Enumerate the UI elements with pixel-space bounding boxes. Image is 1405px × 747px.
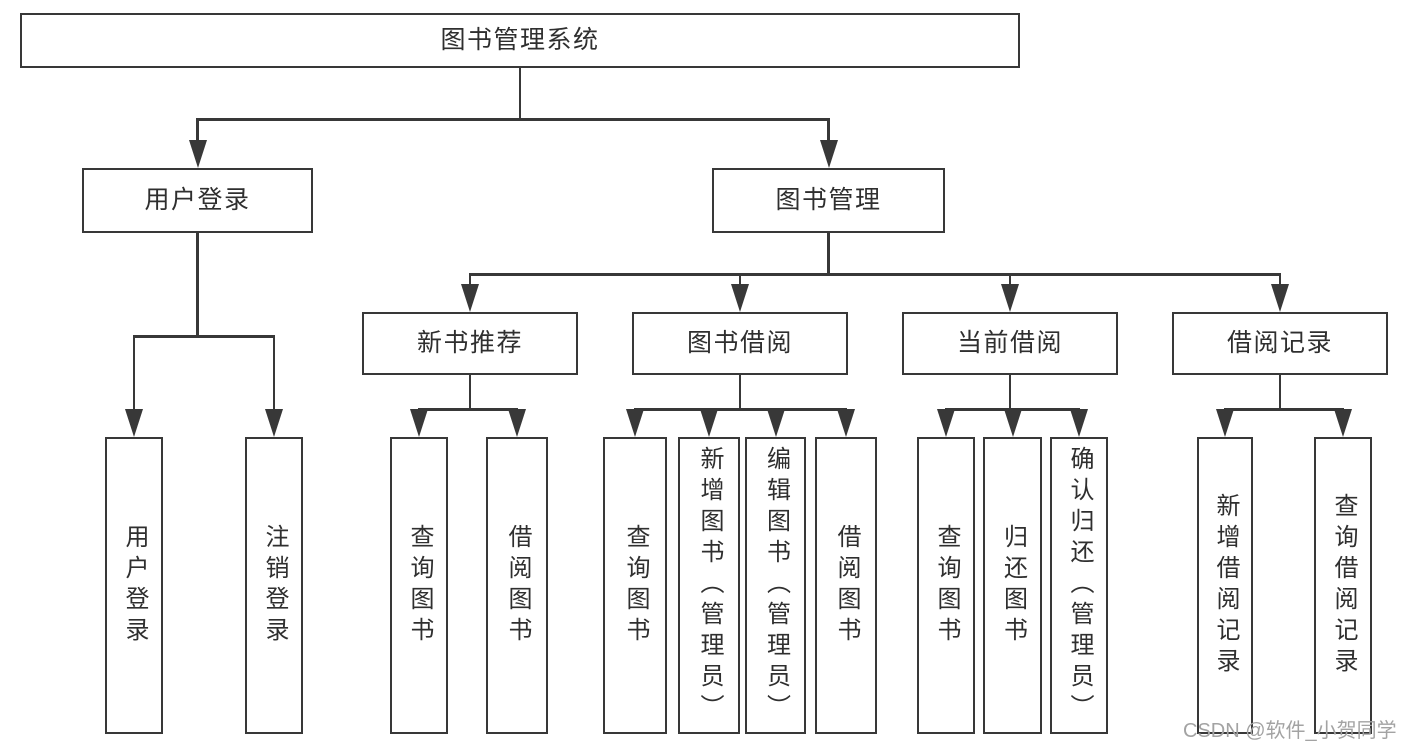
node-label-leaf-user-login: 用户登录 <box>121 523 148 648</box>
node-label-leaf-query-record: 查询借阅记录 <box>1330 492 1357 679</box>
arrowhead-icon-user-login-module <box>188 140 207 168</box>
node-leaf-return-books: 归还图书 <box>983 437 1042 734</box>
arrowhead-icon-leaf-logout <box>265 409 283 437</box>
node-label-leaf-borrow-books-a: 借阅图书 <box>504 523 531 648</box>
node-leaf-user-login: 用户登录 <box>105 437 163 734</box>
arrowhead-icon-leaf-add-record <box>1216 409 1234 437</box>
node-book-management: 图书管理 <box>712 168 945 233</box>
node-user-login-module: 用户登录 <box>82 168 313 233</box>
edge-drop-current-borrowing <box>1008 273 1012 286</box>
arrowhead-icon-leaf-return-books <box>1003 409 1022 437</box>
edge-drop-borrowing-records <box>1278 273 1282 286</box>
arrowhead-icon-leaf-query-books-a <box>410 409 428 437</box>
edge-bus-book-borrowing <box>633 408 848 411</box>
arrowhead-icon-book-borrowing <box>731 284 749 312</box>
node-leaf-query-record: 查询借阅记录 <box>1314 437 1372 734</box>
node-book-borrowing: 图书借阅 <box>632 312 848 375</box>
node-label-user-login-module: 用户登录 <box>144 186 251 214</box>
node-label-new-book-recommend: 新书推荐 <box>416 329 523 357</box>
arrowhead-icon-book-management <box>819 140 838 168</box>
node-label-leaf-edit-book: 编辑图书（管理员） <box>762 446 790 725</box>
node-label-leaf-logout: 注销登录 <box>261 523 288 648</box>
edge-stem-book-management <box>827 233 830 276</box>
arrowhead-icon-leaf-borrow-books-b <box>837 409 855 437</box>
node-label-leaf-add-book: 新增图书（管理员） <box>696 446 723 725</box>
node-label-leaf-borrow-books-b: 借阅图书 <box>833 523 860 648</box>
edge-bus-borrowing-records <box>1223 408 1345 411</box>
node-label-borrowing-records: 借阅记录 <box>1226 329 1333 357</box>
node-leaf-query-books-a: 查询图书 <box>390 437 448 734</box>
node-leaf-borrow-books-a: 借阅图书 <box>486 437 548 734</box>
node-leaf-add-book: 新增图书（管理员） <box>678 437 740 734</box>
node-label-current-borrowing: 当前借阅 <box>956 329 1063 357</box>
node-label-leaf-add-record: 新增借阅记录 <box>1212 492 1239 679</box>
edge-bus-user-login-module <box>132 335 276 338</box>
edge-drop-new-book-recommend <box>468 273 472 286</box>
arrowhead-icon-leaf-add-book <box>700 409 718 437</box>
node-leaf-confirm-return: 确认归还（管理员） <box>1050 437 1108 734</box>
node-borrowing-records: 借阅记录 <box>1172 312 1388 375</box>
node-label-book-management: 图书管理 <box>775 186 882 214</box>
node-root: 图书管理系统 <box>20 13 1020 68</box>
arrowhead-icon-new-book-recommend <box>461 284 479 312</box>
node-leaf-add-record: 新增借阅记录 <box>1197 437 1253 734</box>
node-leaf-borrow-books-b: 借阅图书 <box>815 437 877 734</box>
csdn-watermark: CSDN @软件_小贺同学 <box>1183 720 1397 742</box>
arrowhead-icon-leaf-edit-book <box>766 409 785 437</box>
edge-drop-book-borrowing <box>738 273 742 286</box>
edge-stem-new-book-recommend <box>468 375 472 411</box>
edge-drop-book-management <box>827 118 830 142</box>
edge-drop-user-login-module <box>196 118 199 142</box>
arrowhead-icon-leaf-borrow-books-a <box>508 409 526 437</box>
arrowhead-icon-current-borrowing <box>1001 284 1019 312</box>
node-label-book-borrowing: 图书借阅 <box>686 329 793 357</box>
node-label-leaf-query-books-b: 查询图书 <box>622 523 649 648</box>
node-label-leaf-confirm-return: 确认归还（管理员） <box>1066 446 1093 725</box>
node-new-book-recommend: 新书推荐 <box>362 312 578 375</box>
arrowhead-icon-leaf-user-login <box>125 409 143 437</box>
arrowhead-icon-borrowing-records <box>1271 284 1289 312</box>
node-current-borrowing: 当前借阅 <box>902 312 1118 375</box>
node-leaf-edit-book: 编辑图书（管理员） <box>745 437 806 734</box>
node-label-leaf-return-books: 归还图书 <box>999 523 1027 648</box>
edge-stem-borrowing-records <box>1278 375 1282 411</box>
edge-bus-new-book-recommend <box>417 408 519 411</box>
edge-drop-leaf-user-login <box>132 335 136 411</box>
edge-drop-leaf-logout <box>272 335 276 411</box>
arrowhead-icon-leaf-query-books-c <box>937 409 955 437</box>
edge-stem-book-borrowing <box>738 375 742 411</box>
node-label-leaf-query-books-a: 查询图书 <box>406 523 433 648</box>
arrowhead-icon-leaf-query-books-b <box>626 409 644 437</box>
edge-stem-root <box>518 68 522 121</box>
arrowhead-icon-leaf-confirm-return <box>1070 409 1088 437</box>
node-label-leaf-query-books-c: 查询图书 <box>933 523 960 648</box>
node-leaf-query-books-c: 查询图书 <box>917 437 975 734</box>
edge-bus-root <box>196 118 830 121</box>
node-label-root: 图书管理系统 <box>440 26 600 54</box>
node-leaf-query-books-b: 查询图书 <box>603 437 667 734</box>
edge-stem-current-borrowing <box>1008 375 1012 411</box>
edge-bus-book-management <box>468 273 1282 276</box>
node-leaf-logout: 注销登录 <box>245 437 303 734</box>
edge-stem-user-login-module <box>196 233 199 338</box>
arrowhead-icon-leaf-query-record <box>1334 409 1352 437</box>
